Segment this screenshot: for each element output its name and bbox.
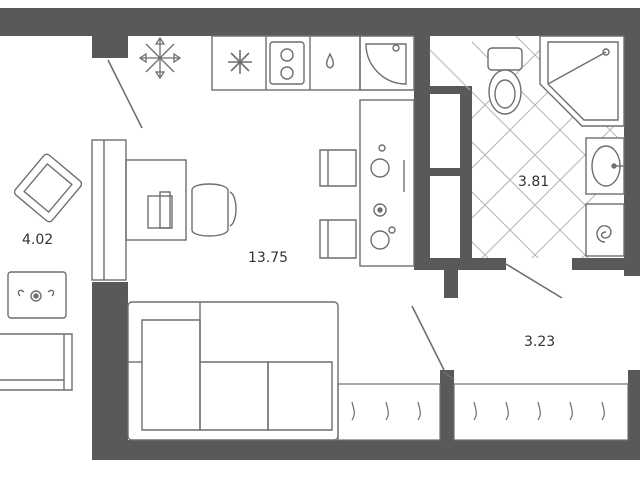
left-lower-wall xyxy=(92,282,128,460)
arrow-icon xyxy=(17,289,25,297)
freezer-icon xyxy=(228,50,252,74)
balcony xyxy=(0,153,83,391)
toilet-tank xyxy=(487,47,523,71)
window-sill xyxy=(91,139,127,281)
hob-icon xyxy=(373,203,387,217)
main-room-area-label: 13.75 xyxy=(248,250,288,266)
doors xyxy=(107,59,563,381)
wardrobe xyxy=(453,383,629,441)
hanger-icon xyxy=(601,401,605,421)
wall-stub xyxy=(444,270,458,298)
burner-icon xyxy=(370,158,390,178)
desk-chair xyxy=(191,183,229,237)
bar-stool xyxy=(319,149,357,187)
sofa-seat xyxy=(141,319,201,431)
lounger xyxy=(0,333,73,391)
niche-top xyxy=(430,86,470,94)
hanger-icon xyxy=(351,401,355,421)
wardrobe-left xyxy=(337,383,441,441)
hanger-icon xyxy=(385,401,389,421)
bar-stool xyxy=(319,219,357,259)
bathroom-bottom-wall-left xyxy=(430,258,506,270)
balcony-area-label: 4.02 xyxy=(22,232,53,248)
niche-mid xyxy=(430,168,470,176)
plant-icon xyxy=(138,36,182,80)
sofa-frame xyxy=(127,301,339,441)
bathroom-bottom-wall-right xyxy=(572,258,628,270)
spiral-icon xyxy=(596,225,612,243)
bathroom-door xyxy=(505,263,563,299)
hanger-icon xyxy=(537,401,541,421)
right-upper-wall xyxy=(624,36,640,276)
wardrobe-right xyxy=(453,383,629,441)
bathroom-fixtures xyxy=(487,35,625,257)
kitchen-island xyxy=(359,99,415,267)
hanger-icon xyxy=(569,401,573,421)
hanger-icon xyxy=(473,401,477,421)
hall-partition xyxy=(440,370,454,440)
sofa-seat xyxy=(199,361,269,431)
shower-tray xyxy=(539,35,625,127)
stove xyxy=(269,41,305,85)
water-drop-icon xyxy=(325,52,335,69)
coffee-table xyxy=(7,271,67,319)
left-upper-wall xyxy=(100,36,128,58)
kitchen xyxy=(211,35,415,267)
hanger-icon xyxy=(417,401,421,421)
sofa xyxy=(127,301,339,441)
walls xyxy=(0,8,640,460)
niche-right-lower xyxy=(460,176,472,260)
wardrobe xyxy=(337,383,441,441)
hanger-icon xyxy=(505,401,509,421)
entry-door xyxy=(411,305,445,371)
desk xyxy=(91,139,237,281)
burner-icon xyxy=(280,48,294,62)
hob-icon xyxy=(30,290,42,302)
kitchen-counter xyxy=(211,35,361,91)
corner-sink xyxy=(365,43,407,85)
armchair xyxy=(13,153,83,223)
right-lower-wall xyxy=(628,370,640,460)
niche-right-upper xyxy=(460,86,472,176)
burner-icon xyxy=(370,230,390,250)
balcony-door xyxy=(107,59,143,129)
burner-icon xyxy=(280,66,294,80)
washing-machine xyxy=(585,203,625,257)
bottom-wall xyxy=(92,440,640,460)
hall-area-label: 3.23 xyxy=(524,334,555,350)
arrow-icon xyxy=(47,289,55,297)
top-wall xyxy=(0,8,640,36)
sofa-seat xyxy=(267,361,333,431)
desk-top xyxy=(125,159,187,241)
bathroom-left-wall xyxy=(414,36,430,270)
bathroom-area-label: 3.81 xyxy=(518,174,549,190)
